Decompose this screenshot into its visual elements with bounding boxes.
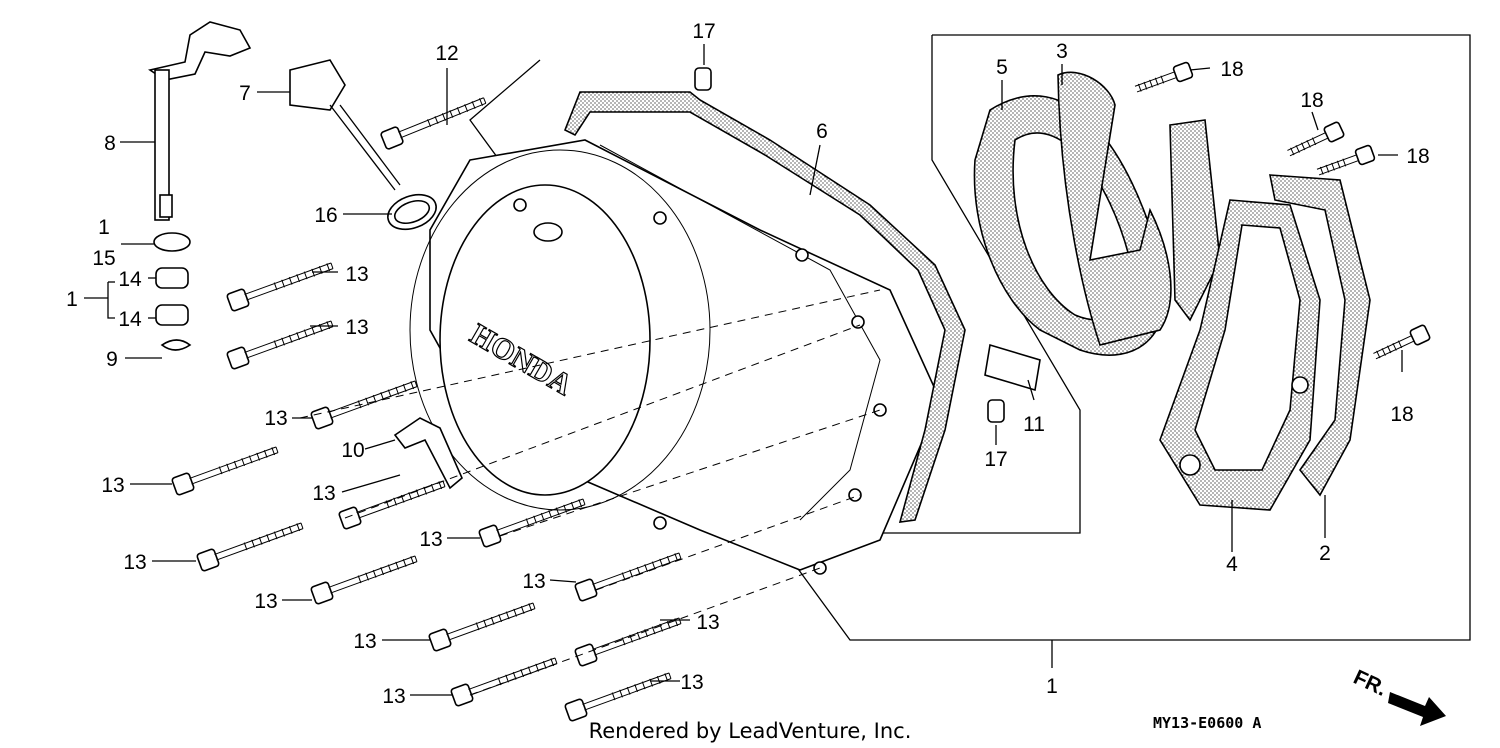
- callout-18: 18: [1300, 89, 1323, 112]
- front-marker: FR.: [1350, 666, 1390, 701]
- shift-arm-assembly: [148, 21, 252, 221]
- callout-13: 13: [254, 590, 277, 613]
- callout-14: 14: [118, 268, 142, 291]
- callout-18: 18: [1220, 58, 1243, 81]
- footer-text: Rendered by LeadVenture, Inc.: [589, 719, 912, 743]
- callout-15: 15: [92, 247, 115, 270]
- callout-17: 17: [692, 20, 715, 43]
- callout-13: 13: [419, 528, 442, 551]
- callout-18: 18: [1406, 145, 1429, 168]
- dowel-pins: [694, 67, 1005, 423]
- callout-1: 1: [66, 288, 78, 311]
- callout-13: 13: [264, 407, 287, 430]
- callout-12: 12: [435, 42, 458, 65]
- bearing-and-seal: [153, 232, 192, 351]
- callout-13: 13: [382, 685, 405, 708]
- callout-1: 1: [1046, 675, 1058, 698]
- cover-gasket: [563, 91, 966, 523]
- pump-cover-parts: [973, 71, 1371, 511]
- callout-3: 3: [1056, 40, 1068, 63]
- callout-11: 11: [1023, 413, 1045, 436]
- callout-13: 13: [680, 671, 703, 694]
- crankcase-cover: HONDA: [409, 139, 941, 575]
- o-ring: [387, 193, 437, 231]
- callout-labels: 1 15 1 14 14 9 8 7 12 16 17 6 5 3 18 18 …: [66, 20, 1430, 708]
- callout-1: 1: [98, 216, 110, 239]
- callout-13: 13: [312, 482, 335, 505]
- callout-6: 6: [816, 120, 828, 143]
- callout-13: 13: [123, 551, 146, 574]
- callout-18: 18: [1390, 403, 1413, 426]
- callout-13: 13: [101, 474, 124, 497]
- grommet: [984, 343, 1041, 392]
- oil-filler-cap: [289, 59, 401, 191]
- callout-7: 7: [239, 82, 251, 105]
- callout-13: 13: [522, 570, 545, 593]
- callout-16: 16: [314, 204, 337, 227]
- front-direction-arrow-icon: FR.: [1350, 666, 1446, 726]
- callout-13: 13: [345, 263, 368, 286]
- callout-2: 2: [1319, 542, 1331, 565]
- assembly-outline: [469, 34, 1471, 668]
- leader-lines: [84, 44, 1403, 696]
- callout-13: 13: [353, 630, 376, 653]
- callout-10: 10: [341, 439, 364, 462]
- callout-13: 13: [696, 611, 719, 634]
- callout-14: 14: [118, 308, 142, 331]
- callout-8: 8: [104, 132, 116, 155]
- clamp: [393, 417, 463, 490]
- callout-9: 9: [106, 348, 118, 371]
- diagram-code: MY13-E0600 A: [1153, 714, 1261, 732]
- callout-5: 5: [996, 56, 1008, 79]
- callout-4: 4: [1226, 553, 1238, 576]
- callout-17: 17: [984, 448, 1007, 471]
- callout-13: 13: [345, 316, 368, 339]
